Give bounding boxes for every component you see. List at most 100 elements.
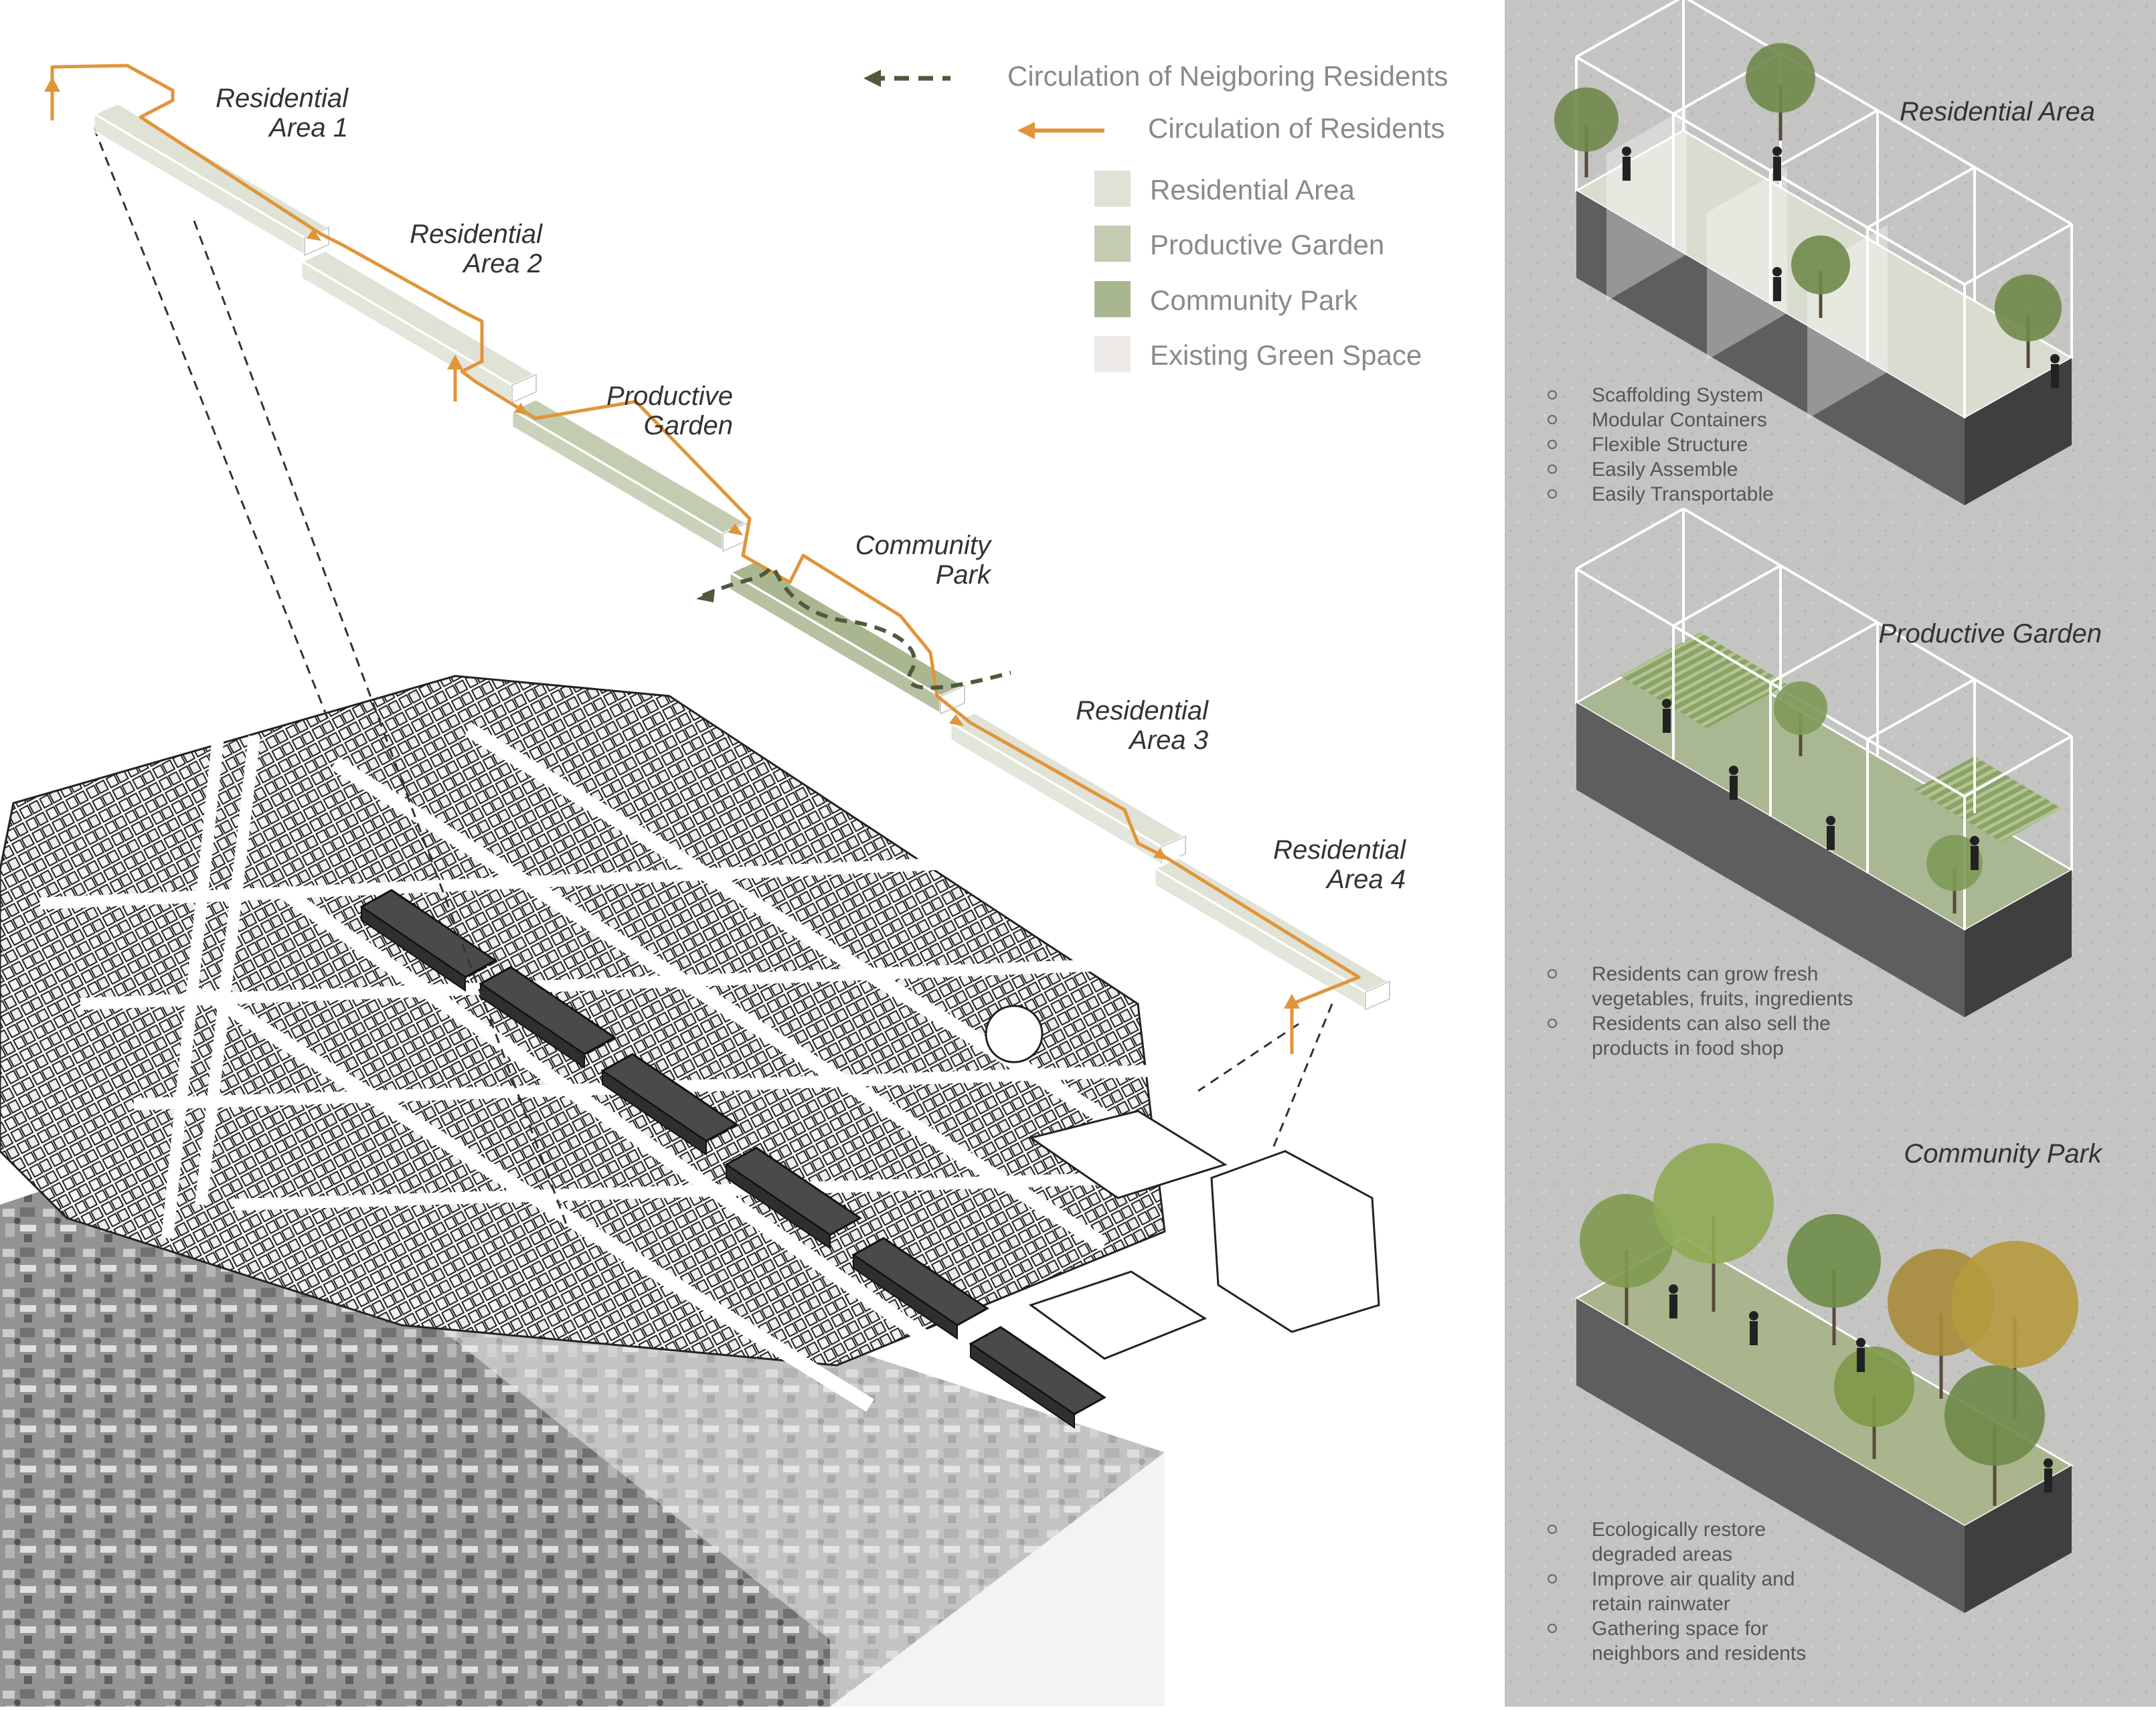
bullet-item: Easily Assemble — [1548, 457, 1774, 482]
person-icon — [1857, 1348, 1865, 1372]
bullet-icon — [1548, 415, 1557, 424]
legend-residential-area: Residential Area — [1150, 174, 1355, 205]
resident-arrow-head — [447, 355, 463, 369]
avenue — [197, 984, 874, 1412]
person-icon — [1749, 1311, 1758, 1320]
legend-neighbor-circulation: Circulation of Neigboring Residents — [1007, 60, 1448, 92]
bullet-item: Modular Containers — [1548, 408, 1774, 432]
person-icon — [1773, 157, 1781, 181]
person-icon — [2050, 354, 2060, 363]
tree-icon — [1554, 87, 1619, 152]
legend-resident-circulation: Circulation of Residents — [1148, 112, 1445, 144]
modular-container — [1707, 166, 1787, 360]
person-icon — [1773, 277, 1781, 301]
legend-swatch-existing-green — [1094, 336, 1131, 372]
strip-residential-area-2-end — [511, 373, 537, 404]
garden-box-frame-beam — [1575, 568, 1966, 798]
person-icon — [1772, 147, 1782, 156]
tree-icon — [1774, 681, 1827, 735]
garden-box-frame-beam — [1673, 564, 1781, 627]
strip-residential-area-4-end — [1365, 980, 1390, 1011]
resident-circulation-path — [50, 64, 1361, 1031]
residential-bullets: Scaffolding System Modular Containers Fl… — [1548, 383, 1774, 507]
residential-box-frame-beam — [1575, 56, 1966, 286]
open-plot — [1028, 1110, 1228, 1199]
residential-box-end-face — [1965, 358, 2072, 505]
person-icon — [1622, 147, 1631, 156]
resident-arrow-head — [44, 77, 60, 92]
legend-existing-green-space: Existing Green Space — [1150, 339, 1422, 371]
proposed-site-roof — [970, 1343, 1075, 1429]
tree-icon — [1580, 1194, 1673, 1288]
person-icon — [1772, 267, 1782, 276]
legend-swatch-garden — [1094, 226, 1131, 262]
resident-arrow-head — [728, 523, 743, 535]
tree-icon — [1787, 1214, 1881, 1308]
park-box-end-face — [1965, 1466, 2072, 1613]
garden-box-frame-beam — [1770, 621, 1878, 684]
open-plot — [1028, 1270, 1208, 1360]
residential-box-frame-beam — [1686, 0, 2073, 226]
garden-box-front-face — [1576, 703, 1965, 1017]
person-icon — [1623, 157, 1631, 181]
bullet-icon — [1548, 489, 1557, 499]
bullet-icon — [1548, 440, 1557, 449]
strip-residential-area-1 — [90, 101, 332, 258]
person-icon — [1750, 1321, 1758, 1345]
avenue — [465, 723, 1142, 1144]
person-icon — [1971, 846, 1979, 870]
person-icon — [1826, 816, 1835, 825]
person-icon — [2051, 364, 2059, 388]
tree-icon — [1746, 43, 1815, 113]
legend-swatch-park — [1094, 281, 1131, 317]
avenue — [276, 883, 1009, 1399]
garden-box-frame-beam — [1867, 678, 1975, 741]
street — [195, 735, 260, 1206]
strip-community-park — [726, 560, 968, 716]
tree-icon — [1995, 274, 2062, 341]
street — [234, 1172, 1139, 1211]
person-icon — [2044, 1468, 2052, 1492]
bullet-item: Flexible Structure — [1548, 432, 1774, 457]
panel-title-garden: Productive Garden — [1878, 619, 2102, 649]
person-icon — [1662, 699, 1671, 708]
resident-arrow-head — [1284, 994, 1300, 1009]
bullet-item: Scaffolding System — [1548, 383, 1774, 408]
residential-box-frame-beam — [1867, 166, 1975, 229]
garden-box-frame-beam — [1576, 507, 1684, 570]
garden-box-end-face — [1965, 870, 2072, 1017]
street — [161, 709, 227, 1239]
person-icon — [1669, 1294, 1677, 1318]
bullet-icon — [1548, 1525, 1557, 1534]
person-icon — [1663, 709, 1671, 733]
resident-arrow-head — [307, 229, 321, 241]
park-box-front-face — [1576, 1298, 1965, 1613]
panel-title-residential: Residential Area — [1899, 97, 2095, 126]
bullet-item: Easily Transportable — [1548, 482, 1774, 507]
panel-title-park: Community Park — [1904, 1139, 2102, 1169]
neighbor-arrow-head — [696, 589, 715, 602]
tree-icon — [1944, 1365, 2045, 1466]
legend-community-park: Community Park — [1150, 284, 1358, 316]
tree-icon — [1834, 1347, 1914, 1427]
strip-community-park-end — [940, 684, 965, 715]
tree-icon — [1791, 235, 1850, 294]
person-icon — [1856, 1338, 1865, 1347]
tree-icon — [1653, 1143, 1774, 1264]
bullet-icon — [1548, 464, 1557, 474]
resident-arrow-head — [514, 403, 529, 415]
traffic-circle — [985, 1005, 1044, 1063]
